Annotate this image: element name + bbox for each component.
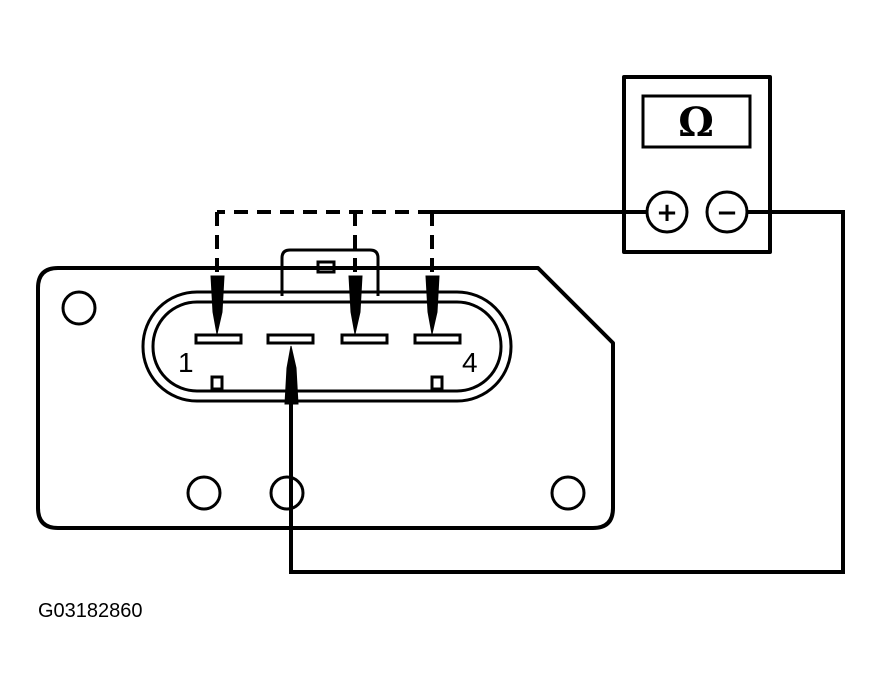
mounting-hole-top-left	[61, 290, 97, 326]
connector-outer-oval	[141, 290, 513, 403]
key-slot-right	[430, 375, 444, 391]
ohm-symbol: Ω	[678, 99, 714, 146]
key-slot-left	[210, 375, 224, 391]
pin-label-4: 4	[462, 347, 478, 378]
probe-tip-pin4	[425, 275, 440, 335]
ohmmeter-display	[641, 94, 752, 149]
probe-tip-pin2	[284, 345, 299, 405]
housing-outline	[36, 266, 615, 530]
pin-label-1: 1	[178, 347, 194, 378]
terminal-pins	[194, 333, 462, 391]
positive-terminal-symbol: +	[656, 198, 678, 228]
sensor-housing	[36, 266, 615, 530]
mounting-hole-bottom-right	[550, 475, 586, 511]
figure-id: G03182860	[38, 600, 143, 622]
ohmmeter: Ω + −	[622, 75, 772, 254]
terminal-pin-2	[266, 333, 315, 345]
probe-tip-pin1	[210, 275, 225, 335]
terminal-pin-1	[194, 333, 243, 345]
mounting-hole-bottom-middle	[269, 475, 305, 511]
positive-test-lead	[215, 210, 647, 278]
ohmmeter-body	[622, 75, 772, 254]
connector-inner-oval	[151, 300, 503, 393]
probe-tip-pin3	[348, 275, 363, 335]
terminal-pin-4	[413, 333, 462, 345]
probe-tips	[210, 275, 440, 405]
negative-terminal-symbol: −	[716, 198, 738, 228]
terminal-pin-3	[340, 333, 389, 345]
latch-window	[316, 260, 336, 274]
negative-test-lead	[289, 210, 845, 574]
latch-outline	[280, 248, 380, 296]
mounting-hole-bottom-left	[186, 475, 222, 511]
connector-latch	[280, 248, 380, 296]
connector-shell	[141, 290, 513, 403]
